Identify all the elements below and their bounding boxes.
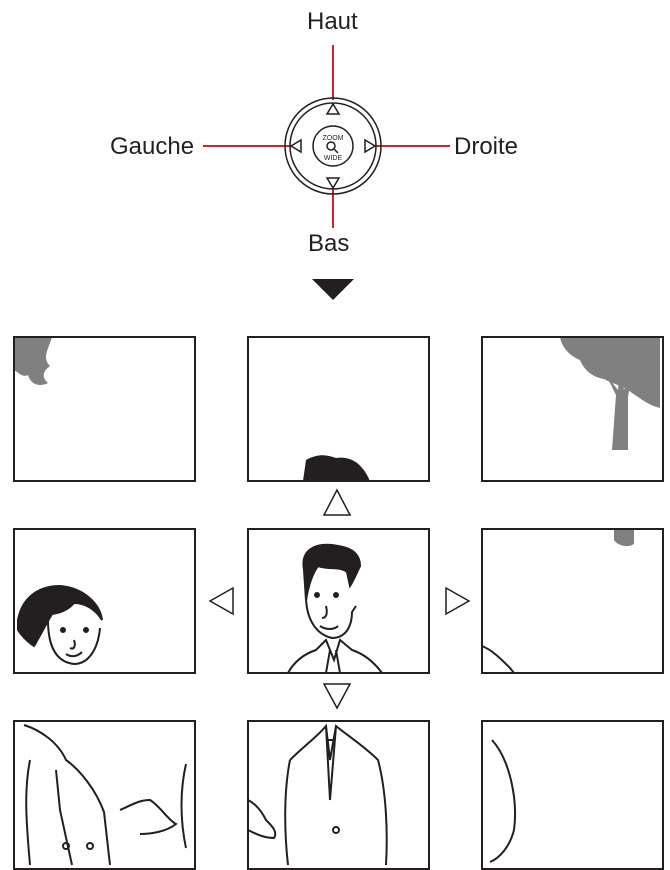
right-triangle-icon	[445, 586, 471, 616]
down-triangle-icon	[322, 683, 352, 710]
man-collar	[287, 638, 383, 674]
label-left: Gauche	[110, 133, 195, 160]
frame-middle-center	[247, 528, 430, 674]
tree-trunk	[606, 368, 632, 450]
man-face	[305, 595, 357, 640]
magnifier-icon	[326, 141, 336, 151]
dial-right-arrow-icon[interactable]	[364, 138, 377, 154]
dial-up-arrow-icon[interactable]	[325, 102, 341, 115]
woman-face	[47, 619, 101, 666]
hair-top	[303, 455, 370, 481]
woman-eye	[60, 627, 66, 633]
sleeve-outline	[180, 763, 187, 849]
button	[332, 826, 340, 834]
man-jacket-outline	[289, 723, 388, 866]
woman-mouth	[65, 651, 83, 658]
man-nose	[321, 605, 328, 619]
sleeve-outline	[489, 739, 516, 863]
frame-middle-left	[13, 528, 196, 674]
man-jacket-left	[284, 759, 291, 866]
button	[86, 842, 94, 850]
woman-eye	[83, 627, 89, 633]
man-mouth	[319, 625, 339, 630]
label-up: Haut	[307, 8, 358, 35]
shoulder-outline	[481, 645, 515, 674]
wide-text: WIDE	[324, 155, 343, 162]
woman-arm-outline	[25, 759, 31, 866]
woman-body-outline	[23, 724, 111, 866]
tree-foliage	[560, 337, 660, 408]
magnifier-handle	[333, 148, 339, 154]
frame-bottom-left	[13, 720, 196, 870]
man-eye	[314, 592, 320, 598]
dial-inner-ring	[289, 102, 377, 190]
label-right: Droite	[454, 133, 519, 160]
man-tie	[325, 649, 341, 674]
woman-vest-outline	[55, 769, 73, 866]
frame-bottom-right	[481, 720, 664, 870]
dial-left-arrow-icon[interactable]	[289, 138, 302, 154]
man-eye	[333, 592, 339, 598]
result-down-arrow-icon	[312, 279, 354, 300]
woman-hair	[17, 584, 103, 648]
woman-nose	[69, 639, 76, 650]
label-down: Bas	[308, 230, 350, 257]
frame-top-center	[247, 336, 430, 482]
dial-center-button[interactable]	[312, 125, 354, 167]
zoom-text: ZOOM	[323, 135, 344, 142]
left-triangle-icon	[208, 586, 234, 616]
tree-trunk-bottom	[614, 529, 634, 547]
dial-down-arrow-icon[interactable]	[325, 177, 341, 190]
button	[62, 842, 70, 850]
frame-top-right	[481, 336, 664, 482]
woman-hand	[119, 798, 178, 835]
man-tie	[325, 725, 337, 801]
frame-bottom-center	[247, 720, 430, 870]
frame-top-left	[13, 336, 196, 482]
up-triangle-icon	[322, 488, 352, 516]
man-hair	[302, 543, 362, 601]
control-dial[interactable]	[284, 97, 382, 195]
tree-foliage	[14, 337, 52, 386]
dial-outer-ring	[284, 97, 382, 195]
frame-middle-right	[481, 528, 664, 674]
woman-hand-fragment	[247, 799, 277, 840]
